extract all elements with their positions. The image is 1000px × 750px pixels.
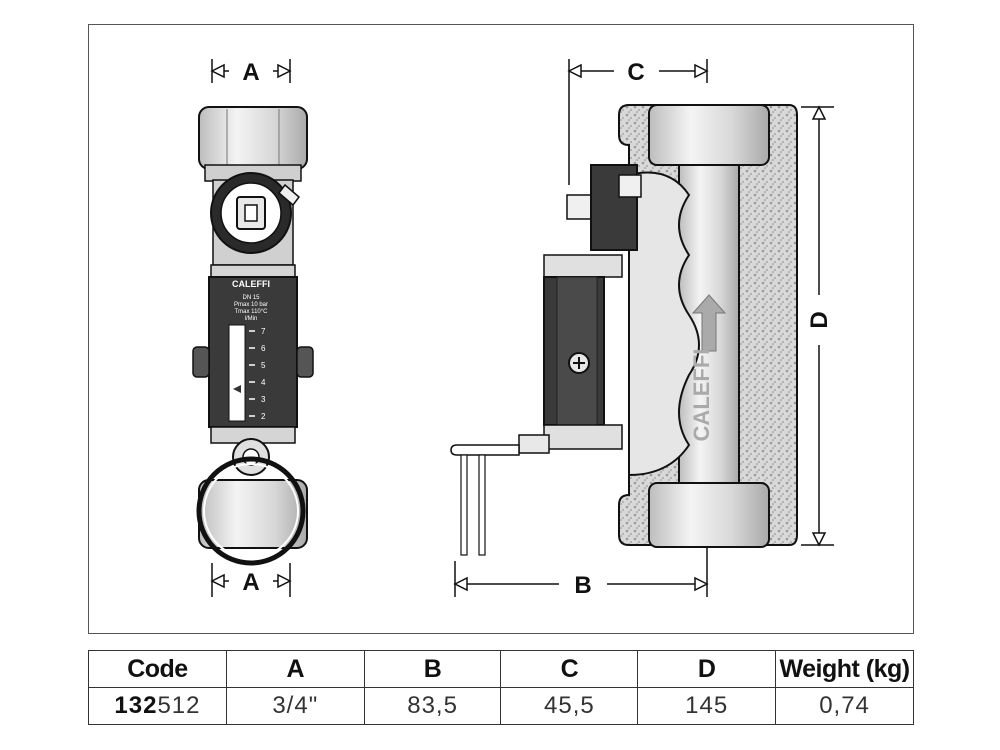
cell-c: 45,5: [500, 687, 639, 725]
front-view: A CALEFFI DN 15 Pmax 10 bar Tmax 110°C l…: [192, 59, 314, 597]
code-suffix: 512: [157, 692, 201, 719]
dimension-c: [567, 59, 709, 185]
specs-table: Code A B C D Weight (kg) 132512 3/4" 83,…: [88, 650, 914, 725]
code-prefix: 132: [114, 692, 158, 719]
dimension-b-label: B: [574, 572, 591, 599]
scale-number: 6: [261, 344, 266, 353]
dimension-d-label: D: [806, 311, 833, 328]
scale-number: 5: [261, 361, 266, 370]
dimension-d: [801, 105, 834, 547]
dimension-c-label: C: [627, 59, 644, 86]
drain-ring: [196, 456, 306, 566]
dimension-a-top: [210, 59, 292, 83]
front-tmax: Tmax 110°C: [235, 309, 269, 315]
dimension-a-bottom: [210, 563, 292, 597]
scale-number: 3: [261, 395, 266, 404]
dimension-b: [453, 547, 709, 597]
scale-number: 2: [261, 412, 266, 421]
specs-header-row: Code A B C D Weight (kg): [88, 650, 914, 688]
top-fitting: [198, 106, 308, 170]
header-b: B: [363, 650, 502, 688]
header-weight: Weight (kg): [775, 650, 914, 688]
cell-a: 3/4": [225, 687, 365, 725]
dimension-a-top-label: A: [242, 59, 259, 86]
side-view: C CALEFFI: [450, 59, 834, 599]
cell-d: 145: [637, 687, 777, 725]
flow-scale: 7 6 5 4 3 2: [249, 327, 266, 421]
front-brand: CALEFFI: [232, 279, 270, 289]
front-pmax: Pmax 10 bar: [234, 302, 268, 308]
header-d: D: [637, 650, 777, 688]
front-unit: l/Min: [245, 316, 258, 322]
header-code: Code: [88, 650, 227, 688]
scale-number: 7: [261, 327, 266, 336]
cell-b: 83,5: [363, 687, 502, 725]
specs-data-row: 132512 3/4" 83,5 45,5 145 0,74: [88, 687, 914, 725]
header-a: A: [225, 650, 365, 688]
side-brand: CALEFFI: [689, 349, 714, 442]
front-dn: DN 15: [242, 295, 260, 301]
cell-code: 132512: [88, 687, 227, 725]
cell-weight: 0,74: [775, 687, 914, 725]
scale-number: 4: [261, 378, 266, 387]
header-c: C: [500, 650, 639, 688]
technical-drawing: A CALEFFI DN 15 Pmax 10 bar Tmax 110°C l…: [88, 24, 914, 634]
drawing-canvas: A CALEFFI DN 15 Pmax 10 bar Tmax 110°C l…: [192, 59, 834, 599]
dimension-a-bottom-label: A: [242, 569, 259, 596]
